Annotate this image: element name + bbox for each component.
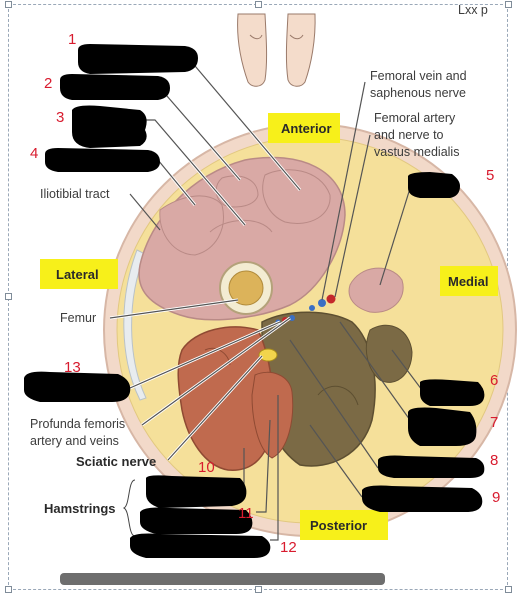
- lateral-label: Lateral: [56, 267, 99, 282]
- redaction-4: [45, 148, 160, 172]
- number-9: 9: [492, 489, 500, 506]
- sciatic-nerve-label: Sciatic nerve: [76, 454, 156, 469]
- femoral-artery-label-line3: vastus medialis: [374, 145, 459, 159]
- redactions: [24, 44, 485, 558]
- redaction-13: [24, 371, 131, 402]
- iliotibial-tract-label: Iliotibial tract: [40, 187, 110, 201]
- femoral-artery-shape: [326, 294, 336, 304]
- iliotibial-tract-band: [123, 249, 147, 401]
- number-12: 12: [280, 539, 297, 556]
- sartorius-muscle: [348, 267, 404, 313]
- posterior-label: Posterior: [310, 518, 367, 533]
- lateral-highlight: [40, 259, 118, 289]
- redaction-6: [420, 379, 485, 406]
- number-5: 5: [486, 167, 494, 184]
- profunda-label-line1: Profunda femoris: [30, 417, 125, 431]
- posterior-compartment-muscles: [177, 326, 274, 471]
- femoral-artery-label-line1: Femoral artery: [374, 111, 456, 125]
- number-6: 6: [490, 372, 498, 389]
- redaction-2: [60, 74, 170, 100]
- redaction-11: [140, 507, 253, 534]
- profunda-label-line2: artery and veins: [30, 434, 119, 448]
- number-13: 13: [64, 359, 81, 376]
- femoral-vein-shape: [318, 299, 326, 307]
- number-7: 7: [490, 414, 498, 431]
- number-8: 8: [490, 452, 498, 469]
- resize-handle-bottom-right[interactable]: [505, 586, 512, 593]
- redaction-12: [130, 533, 271, 558]
- corner-fragment-text: Lxx p: [458, 3, 488, 17]
- femur-label: Femur: [60, 311, 96, 325]
- redaction-3: [72, 105, 147, 148]
- hamstrings-brace: [122, 479, 136, 537]
- femoral-vein-label-line1: Femoral vein and: [370, 69, 467, 83]
- number-3: 3: [56, 109, 64, 126]
- legs-thumbnail-icon: [237, 13, 316, 87]
- anterior-label: Anterior: [281, 121, 332, 136]
- hamstrings-label: Hamstrings: [44, 501, 116, 516]
- number-4: 4: [30, 145, 38, 162]
- resize-handle-middle-left[interactable]: [5, 293, 12, 300]
- number-1: 1: [68, 31, 76, 48]
- number-10: 10: [198, 459, 215, 476]
- medial-label: Medial: [448, 274, 488, 289]
- profunda-vein-shape: [289, 315, 295, 321]
- resize-handle-top-center[interactable]: [255, 1, 262, 8]
- resize-handle-top-right[interactable]: [505, 1, 512, 8]
- redaction-8: [378, 455, 485, 478]
- sciatic-nerve-shape: [258, 348, 278, 362]
- medial-highlight: [440, 266, 498, 296]
- femoral-artery-label-line2: and nerve to: [374, 128, 444, 142]
- posterior-highlight: [300, 510, 388, 540]
- handwritten-numbers: 1 2 3 4 5 6 7 8 9 10 11 12 13: [30, 31, 500, 556]
- redaction-10: [146, 475, 247, 508]
- number-2: 2: [44, 75, 52, 92]
- femur-marrow: [228, 270, 264, 306]
- femoral-vein-label-line2: saphenous nerve: [370, 86, 466, 100]
- resize-handle-top-left[interactable]: [5, 1, 12, 8]
- redaction-1: [78, 44, 198, 74]
- redaction-5: [408, 172, 460, 198]
- anterior-highlight: [268, 113, 340, 143]
- number-11: 11: [238, 505, 254, 522]
- redaction-9: [362, 485, 483, 512]
- resize-handle-bottom-left[interactable]: [5, 586, 12, 593]
- bottom-caption-bar: [60, 573, 385, 585]
- resize-handle-bottom-center[interactable]: [255, 586, 262, 593]
- redaction-7: [408, 407, 477, 446]
